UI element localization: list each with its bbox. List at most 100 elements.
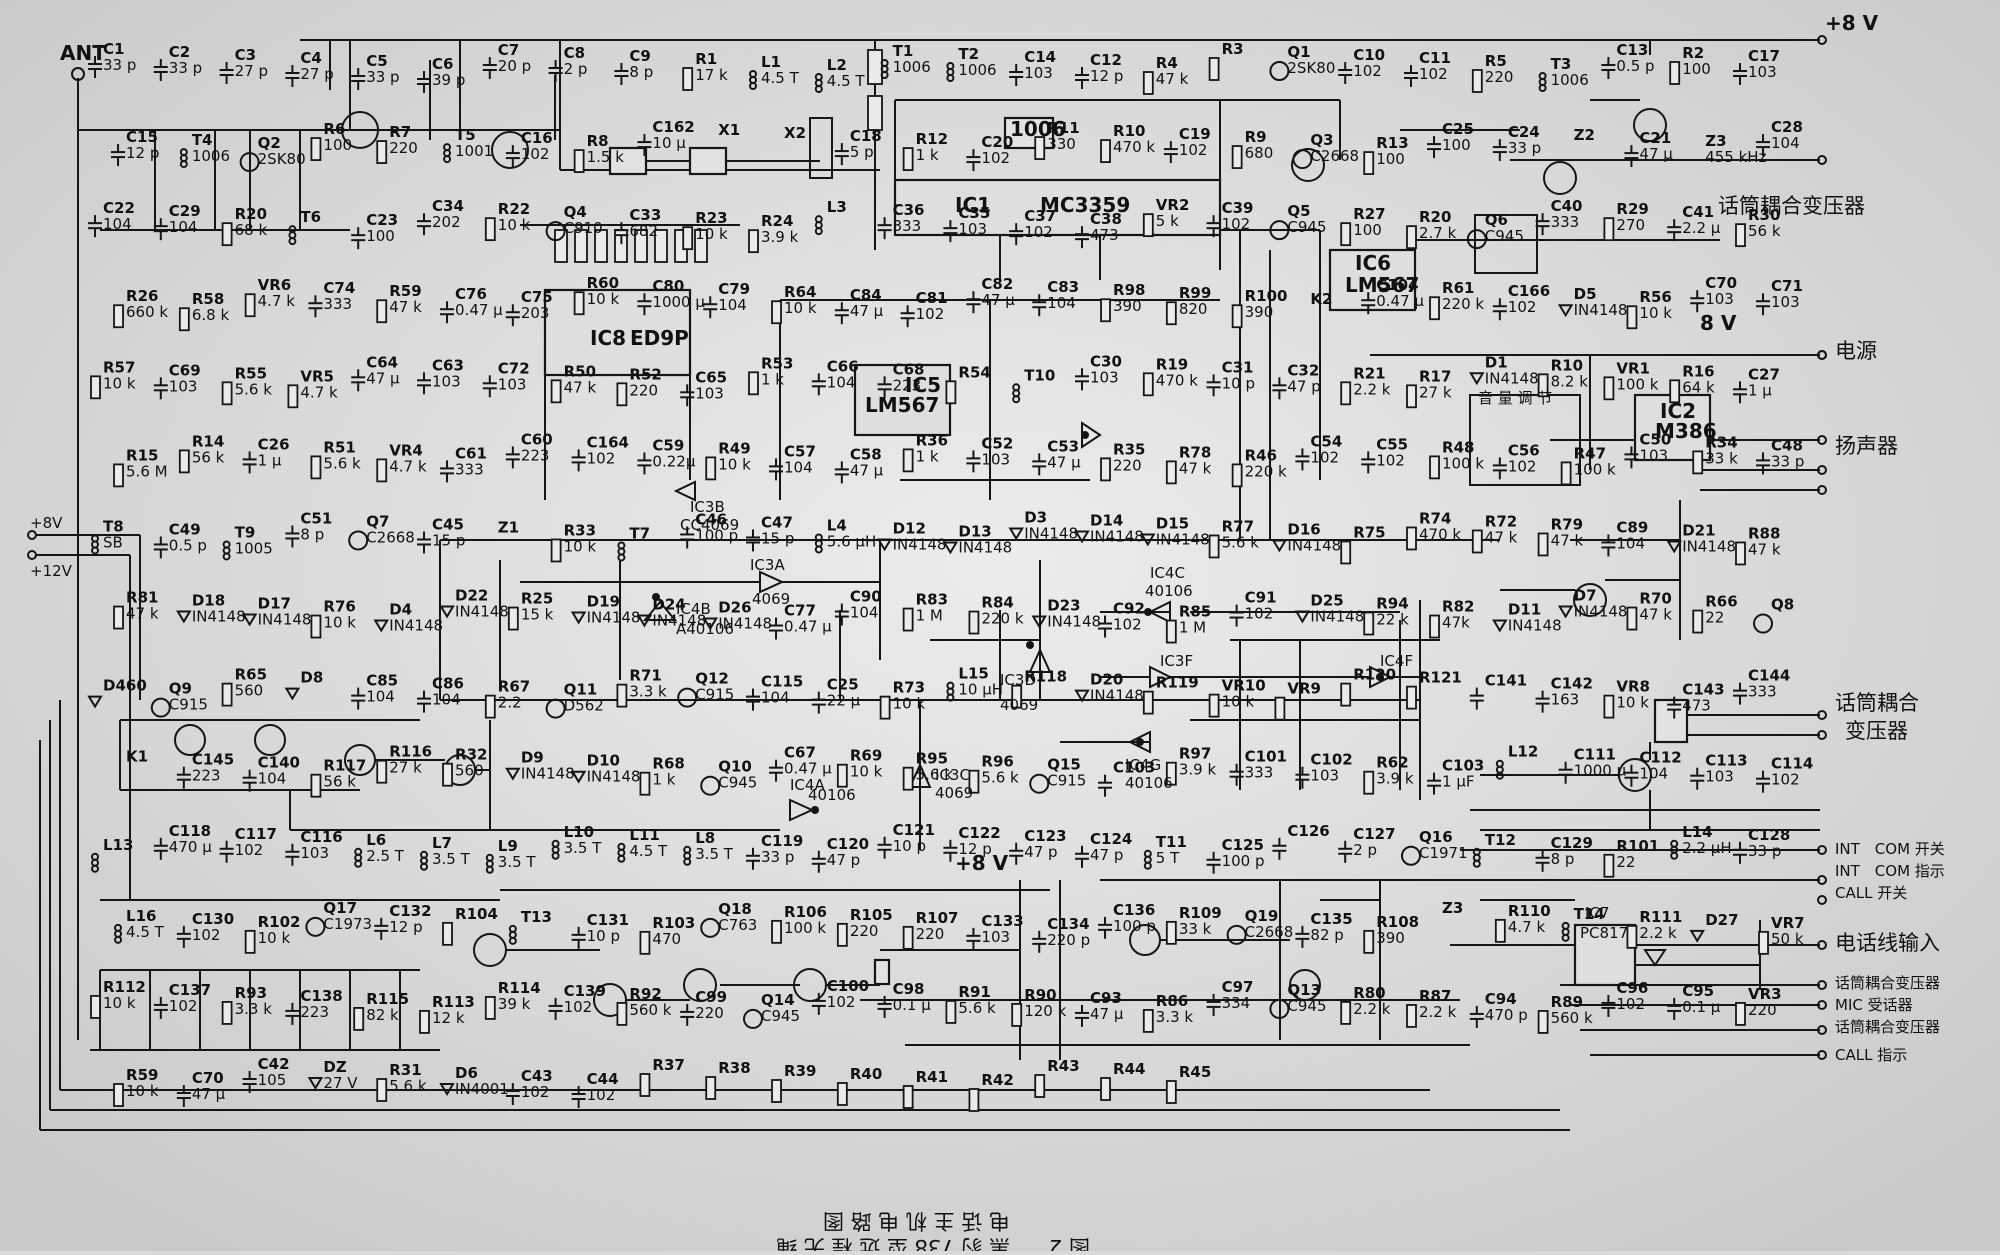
component-ref: C43	[521, 1067, 553, 1085]
capacitor-symbol	[1295, 448, 1310, 471]
component-value: C915	[1047, 772, 1086, 790]
terminal[interactable]	[1817, 465, 1827, 475]
component-value: C2668	[1245, 923, 1294, 941]
capacitor-symbol	[1229, 763, 1244, 786]
component-ref: C140	[258, 754, 300, 772]
component-ref: C7	[498, 41, 519, 59]
capacitor-symbol	[1756, 770, 1771, 793]
component-value: 102	[1353, 62, 1382, 80]
component-value: 22 μ	[827, 692, 861, 710]
resistor-symbol	[836, 763, 848, 788]
capacitor-symbol	[769, 458, 784, 481]
ic5-block	[779, 299, 1220, 500]
component-ref: C112	[1639, 749, 1681, 767]
resistor-symbol	[1494, 918, 1506, 943]
capacitor-symbol	[1601, 994, 1616, 1017]
capacitor-symbol	[242, 451, 257, 474]
component-ref: C141	[1485, 672, 1527, 690]
component-ref: C3	[235, 46, 256, 64]
antenna-terminal[interactable]	[71, 67, 85, 81]
ic4b-label: IC4B	[676, 600, 711, 618]
resistor-symbol	[1142, 71, 1154, 95]
component-value: C915	[695, 686, 734, 704]
component-ref: Q10	[718, 758, 752, 776]
component-value: 103	[1310, 767, 1339, 785]
component-ref: D7	[1574, 587, 1597, 605]
component-ref: R30	[1748, 206, 1780, 224]
component-value: 100	[366, 227, 395, 245]
terminal[interactable]	[1817, 1050, 1827, 1060]
terminal[interactable]	[1817, 895, 1827, 905]
ic4c-label: IC4C	[1150, 564, 1185, 582]
capacitor-symbol	[834, 302, 849, 325]
connector-speaker: 扬声器	[1835, 434, 1898, 458]
terminal[interactable]	[1817, 435, 1827, 445]
component-value: 4.5 T	[629, 842, 668, 860]
component-value: 33 p	[366, 68, 399, 86]
component-ref: C60	[521, 430, 553, 448]
component-ref: R36	[916, 431, 948, 449]
volume-box[interactable]	[1469, 394, 1581, 486]
component-ref: R20	[235, 205, 267, 223]
capacitor-symbol	[153, 59, 168, 81]
component-ref: R4	[1156, 54, 1178, 72]
terminal[interactable]	[1817, 730, 1827, 740]
component-value: IN4148	[1090, 527, 1144, 545]
connector-call-switch: CALL 开关	[1835, 884, 1907, 902]
component-value: 1 k	[652, 771, 675, 789]
component-ref: R92	[629, 985, 661, 1003]
component-value: 103	[498, 375, 527, 393]
component-ref: C84	[850, 286, 882, 304]
component-value: 47 k	[1485, 528, 1518, 546]
terminal[interactable]	[1817, 155, 1827, 165]
component-value: 0.47 μ	[784, 618, 832, 636]
terminal[interactable]	[1817, 350, 1827, 360]
resistor-symbol	[310, 773, 322, 798]
capacitor-symbol	[1075, 226, 1089, 249]
component-ref: R66	[1705, 593, 1737, 611]
resistor-symbol	[1340, 540, 1352, 565]
component-value: 104	[827, 373, 856, 391]
terminal[interactable]	[1817, 710, 1827, 720]
terminal[interactable]	[1817, 1025, 1827, 1035]
component-ref: R105	[850, 906, 893, 924]
resistor-symbol	[419, 1010, 430, 1034]
terminal[interactable]	[1817, 980, 1827, 990]
component-ref: C120	[827, 835, 869, 853]
component-value: 0.5 p	[169, 536, 207, 554]
component-ref: D3	[1024, 508, 1047, 526]
component-ref: L6	[366, 831, 386, 849]
component-value: 2.2 k	[1639, 924, 1677, 942]
resistor-symbol	[836, 922, 848, 947]
capacitor-symbol	[176, 1085, 191, 1107]
component-ref: C96	[1616, 979, 1648, 997]
inductor-symbol	[617, 541, 626, 562]
resistor-symbol	[244, 293, 256, 318]
component-ref: L9	[498, 837, 518, 855]
terminal[interactable]	[1817, 485, 1827, 495]
terminal[interactable]	[1817, 940, 1827, 950]
capacitor-symbol	[351, 227, 366, 250]
component-ref: D4	[389, 601, 412, 619]
component-value: 102	[564, 998, 593, 1016]
component-ref: C45	[432, 515, 464, 533]
terminal[interactable]	[1817, 845, 1827, 855]
terminal[interactable]	[1817, 1000, 1827, 1010]
component-ref: T4	[192, 131, 213, 149]
terminal[interactable]	[1817, 875, 1827, 885]
capacitor-symbol	[746, 688, 760, 711]
resistor-symbol	[1537, 532, 1549, 557]
resistor-symbol	[639, 1073, 651, 1097]
component-ref: C20	[981, 133, 1013, 151]
component-value: IN4148	[1156, 530, 1210, 548]
resistor-symbol	[1406, 384, 1417, 409]
ic5-lm567	[853, 363, 952, 437]
component-value: 5.6 k	[958, 999, 996, 1017]
resistor-symbol	[945, 380, 957, 405]
component-value: 33 k	[1179, 920, 1212, 938]
capacitor-symbol	[1427, 136, 1442, 159]
component-value: 82 p	[1310, 926, 1343, 944]
capacitor-symbol	[153, 218, 168, 241]
capacitor-symbol	[877, 217, 892, 240]
diode-symbol	[1666, 540, 1682, 554]
